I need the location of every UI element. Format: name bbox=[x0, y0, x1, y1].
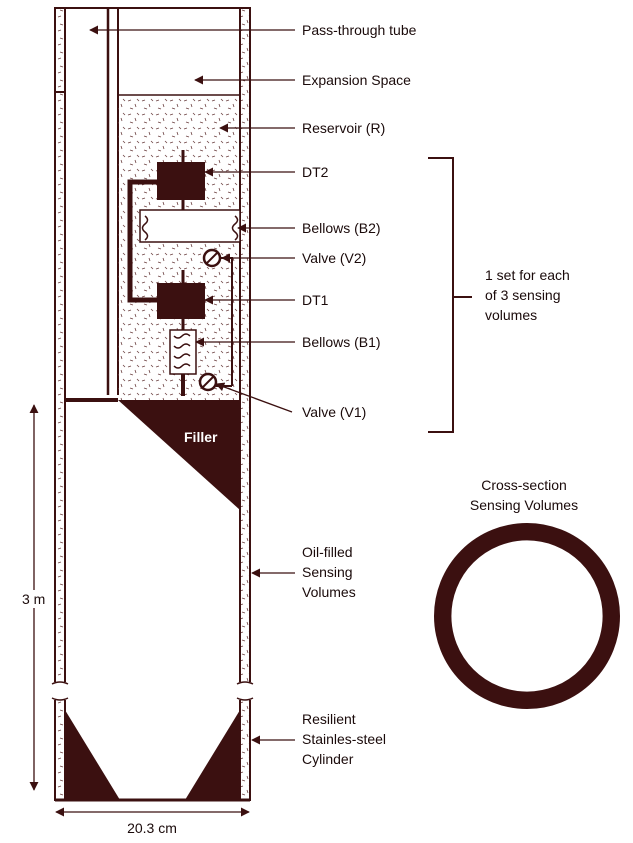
valve-v2-label: Valve (V2) bbox=[302, 250, 366, 266]
set-label-line2: of 3 sensing bbox=[485, 287, 561, 303]
wall-break bbox=[50, 682, 255, 700]
bellows-b1 bbox=[169, 329, 197, 375]
dt1-transducer bbox=[157, 270, 205, 330]
bellows-b1-label: Bellows (B1) bbox=[302, 334, 381, 350]
cross-section-label-line1: Cross-section bbox=[481, 477, 567, 493]
bottom-wedge-right bbox=[185, 710, 240, 800]
piping-left bbox=[127, 179, 157, 303]
reservoir-label: Reservoir (R) bbox=[302, 120, 385, 136]
expansion-space-label: Expansion Space bbox=[302, 72, 411, 88]
cross-section-ring bbox=[434, 523, 620, 709]
oil-label-line3: Volumes bbox=[302, 584, 356, 600]
dt1-label: DT1 bbox=[302, 292, 329, 308]
bellows-b2-label: Bellows (B2) bbox=[302, 220, 381, 236]
bottom-wedge-left bbox=[65, 710, 120, 800]
resilient-label-line3: Cylinder bbox=[302, 751, 354, 767]
cylinder-wall-left bbox=[54, 7, 66, 801]
cross-section-label-line2: Sensing Volumes bbox=[470, 497, 578, 513]
leader-valve-v1 bbox=[215, 382, 293, 413]
dt2-transducer bbox=[157, 150, 205, 212]
width-label: 20.3 cm bbox=[127, 820, 177, 836]
resilient-label-line2: Stainles-steel bbox=[302, 731, 386, 747]
bellows-b2 bbox=[139, 209, 241, 243]
filler-label: Filler bbox=[184, 429, 218, 445]
pass-through-tube-label: Pass-through tube bbox=[302, 22, 417, 38]
oil-label-line2: Sensing bbox=[302, 564, 353, 580]
set-label-line3: volumes bbox=[485, 307, 537, 323]
valve-v1-label: Valve (V1) bbox=[302, 404, 366, 420]
height-label: 3 m bbox=[22, 591, 45, 607]
resilient-label-line1: Resilient bbox=[302, 711, 356, 727]
sensing-set-bracket bbox=[428, 157, 472, 433]
set-label-line1: 1 set for each bbox=[485, 267, 570, 283]
cylinder-wall-right bbox=[239, 7, 251, 801]
filler-wedge bbox=[65, 398, 240, 510]
oil-label-line1: Oil-filled bbox=[302, 544, 353, 560]
dt2-label: DT2 bbox=[302, 164, 329, 180]
